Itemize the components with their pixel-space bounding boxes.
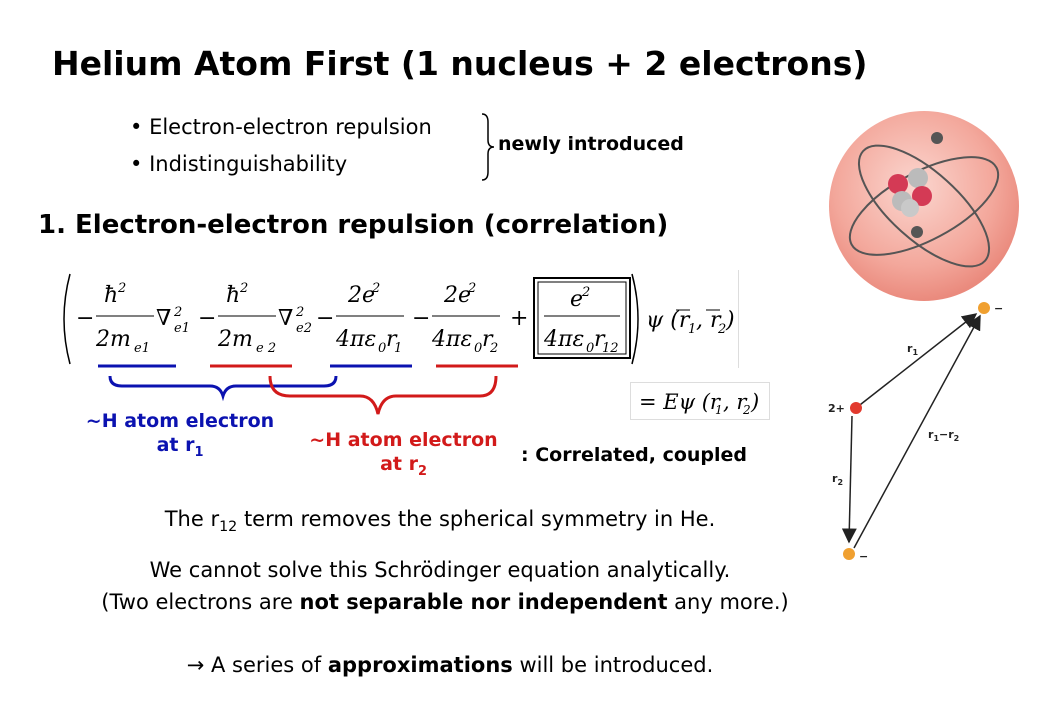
svg-text:2+: 2+ bbox=[828, 402, 845, 415]
svg-text:2: 2 bbox=[717, 322, 726, 337]
electron-icon bbox=[843, 548, 855, 560]
curly-brace-red-icon bbox=[268, 375, 498, 415]
bullet-marker: • bbox=[130, 152, 143, 176]
svg-text:4πε: 4πε bbox=[335, 327, 376, 352]
svg-text:2: 2 bbox=[173, 305, 182, 320]
analytic-statement: We cannot solve this Schrödinger equatio… bbox=[149, 558, 731, 582]
svg-text:, r: , r bbox=[696, 308, 722, 333]
svg-text:1: 1 bbox=[715, 403, 723, 417]
svg-text:2: 2 bbox=[371, 281, 380, 296]
equation-graphic: = Eψ (r1, r2) bbox=[639, 390, 759, 417]
svg-text:ħ: ħ bbox=[226, 283, 240, 308]
curly-brace-blue-icon bbox=[108, 375, 338, 402]
bullet-text: Electron-electron repulsion bbox=[149, 115, 432, 139]
electron-icon bbox=[978, 302, 990, 314]
svg-text:12: 12 bbox=[602, 341, 619, 356]
svg-text:): ) bbox=[725, 308, 735, 333]
svg-text:ħ: ħ bbox=[104, 283, 118, 308]
svg-text:= Eψ (r: = Eψ (r bbox=[639, 390, 722, 414]
separability-statement: (Two electrons are not separable nor ind… bbox=[101, 590, 789, 614]
svg-text:1: 1 bbox=[394, 341, 402, 356]
svg-text:∇: ∇ bbox=[156, 306, 171, 331]
svg-text:e1: e1 bbox=[174, 321, 190, 336]
label-h-atom-r1: ~H atom electron at r1 bbox=[85, 410, 275, 460]
section-heading: 1. Electron-electron repulsion (correlat… bbox=[38, 210, 669, 240]
arrow-icon: → bbox=[186, 653, 205, 677]
svg-text:−: − bbox=[859, 550, 868, 563]
bullet-marker: • bbox=[130, 115, 143, 139]
svg-text:2: 2 bbox=[581, 285, 590, 300]
svg-text:e 2: e 2 bbox=[256, 341, 276, 356]
svg-text:r1: r1 bbox=[907, 342, 918, 357]
svg-text:2: 2 bbox=[295, 305, 304, 320]
svg-text:−: − bbox=[316, 306, 334, 331]
svg-text:e2: e2 bbox=[296, 321, 312, 336]
svg-text:2e: 2e bbox=[443, 283, 471, 308]
bullet-item: • Indistinguishability bbox=[130, 152, 347, 176]
svg-text:−: − bbox=[412, 306, 430, 331]
approximations-statement: → A series of approximations will be int… bbox=[186, 653, 714, 677]
svg-text:e: e bbox=[570, 287, 583, 312]
svg-text:r1−r2: r1−r2 bbox=[928, 428, 959, 443]
svg-text:2: 2 bbox=[467, 281, 476, 296]
svg-text:−: − bbox=[994, 302, 1003, 315]
svg-text:4πε: 4πε bbox=[431, 327, 472, 352]
grouping-braces bbox=[98, 364, 518, 415]
svg-text:∇: ∇ bbox=[278, 306, 293, 331]
svg-text:e1: e1 bbox=[134, 341, 150, 356]
svg-text:2e: 2e bbox=[347, 283, 375, 308]
svg-text:0: 0 bbox=[378, 341, 386, 356]
svg-text:r: r bbox=[482, 327, 494, 352]
svg-text:2: 2 bbox=[489, 341, 498, 356]
svg-text:ψ (r: ψ (r bbox=[646, 308, 691, 333]
bullet-item: • Electron-electron repulsion bbox=[130, 115, 432, 139]
svg-text:2m: 2m bbox=[217, 327, 253, 352]
brace-label: newly introduced bbox=[498, 133, 684, 155]
svg-text:r: r bbox=[386, 327, 398, 352]
helium-atom-icon bbox=[829, 111, 1019, 301]
svg-text:): ) bbox=[750, 390, 759, 414]
svg-text:−: − bbox=[198, 306, 216, 331]
label-h-atom-r2: ~H atom electron at r2 bbox=[309, 429, 498, 479]
curly-brace-icon bbox=[481, 113, 495, 181]
svg-text:4πε: 4πε bbox=[543, 327, 584, 352]
svg-text:2: 2 bbox=[117, 281, 126, 296]
svg-text:r2: r2 bbox=[832, 472, 843, 487]
svg-text:−: − bbox=[76, 306, 94, 331]
vector-diagram: 2+ − − r1 r2 r1−r2 bbox=[828, 302, 1003, 563]
correlated-label: : Correlated, coupled bbox=[521, 444, 748, 466]
svg-text:2: 2 bbox=[239, 281, 248, 296]
svg-text:2: 2 bbox=[742, 403, 751, 417]
svg-text:0: 0 bbox=[586, 341, 594, 356]
page-title: Helium Atom First (1 nucleus + 2 electro… bbox=[52, 44, 868, 83]
nucleus-icon bbox=[850, 402, 862, 414]
svg-text:1: 1 bbox=[688, 322, 696, 337]
svg-text:+: + bbox=[510, 306, 528, 331]
svg-text:0: 0 bbox=[474, 341, 482, 356]
bullet-text: Indistinguishability bbox=[149, 152, 348, 176]
svg-text:r: r bbox=[594, 327, 606, 352]
symmetry-statement: The r12 term removes the spherical symme… bbox=[164, 507, 716, 536]
svg-text:2m: 2m bbox=[95, 327, 131, 352]
svg-text:, r: , r bbox=[723, 390, 748, 414]
